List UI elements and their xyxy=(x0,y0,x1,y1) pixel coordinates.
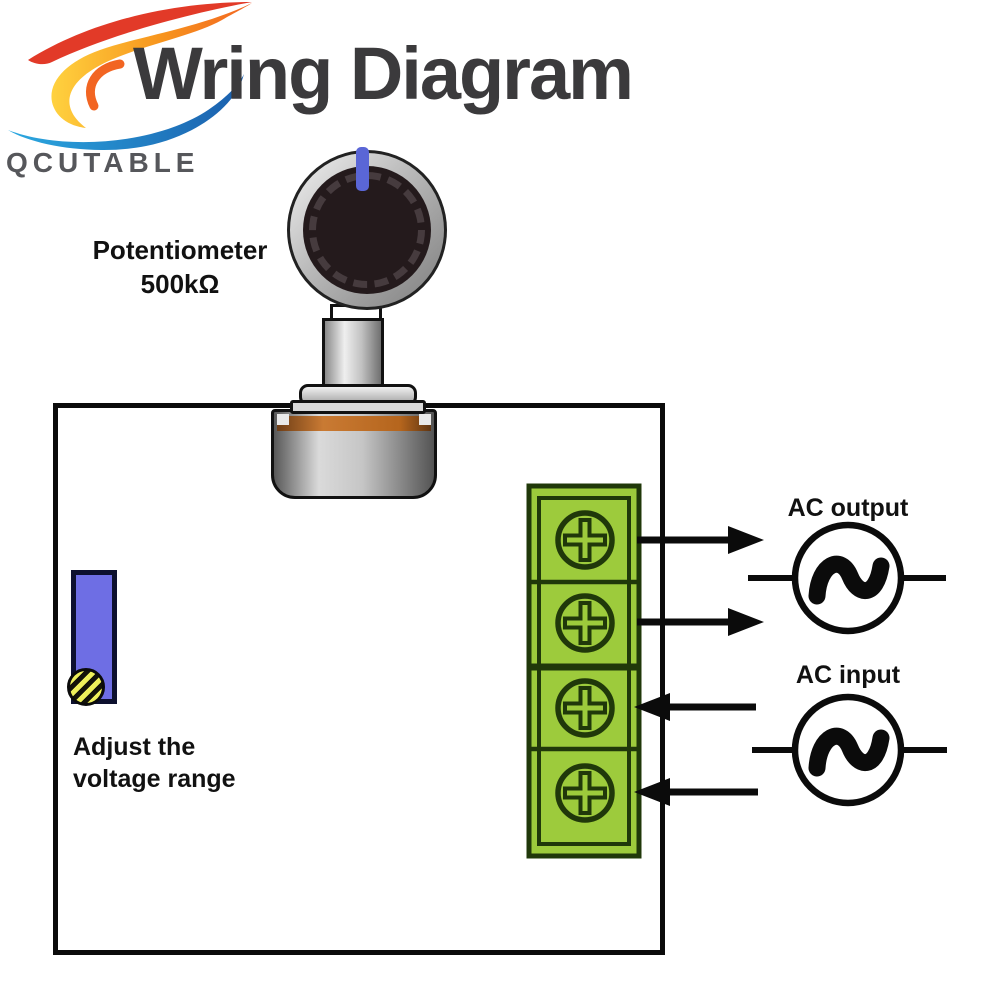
terminal-screw-2[interactable] xyxy=(555,593,615,653)
potentiometer-mount-plate xyxy=(290,400,426,414)
knob-indicator-mark xyxy=(356,147,369,191)
ac-input-label: AC input xyxy=(795,661,901,689)
ac-output-label: AC output xyxy=(787,494,909,522)
trimmer-label-line1: Adjust the xyxy=(73,733,196,761)
potentiometer-label-line1: Potentiometer xyxy=(92,235,268,265)
terminal-block xyxy=(526,483,642,859)
potentiometer-body xyxy=(271,409,437,499)
ac-output-source-icon xyxy=(748,521,946,635)
potentiometer-label: Potentiometer 500kΩ xyxy=(62,233,298,301)
potentiometer-label-line2: 500kΩ xyxy=(140,269,220,299)
trimmer-label: Adjust the voltage range xyxy=(73,731,236,795)
potentiometer-knob[interactable] xyxy=(287,147,447,310)
brand-logo-swoosh-icon xyxy=(8,2,252,150)
trimmer-screw-icon[interactable] xyxy=(67,668,105,706)
logo-orange-curl xyxy=(85,59,125,111)
terminal-block-inner xyxy=(537,496,631,846)
trimmer-label-line2: voltage range xyxy=(73,765,236,793)
page-title: Wring Diagram xyxy=(133,32,634,115)
terminal-screw-1[interactable] xyxy=(555,510,615,570)
potentiometer-lug-left xyxy=(277,414,289,425)
terminal-screw-4[interactable] xyxy=(555,763,615,823)
potentiometer-lug-right xyxy=(419,414,431,425)
potentiometer-copper-band xyxy=(277,416,431,431)
logo-blue-swoosh xyxy=(8,74,244,150)
potentiometer-shaft xyxy=(322,318,384,390)
logo-yellow-swoosh xyxy=(51,3,252,128)
brand-name: QCUTABLE xyxy=(6,147,200,178)
terminal-screw-3[interactable] xyxy=(555,678,615,738)
ac-input-source-icon xyxy=(752,693,947,807)
logo-red-stripe xyxy=(28,2,252,65)
